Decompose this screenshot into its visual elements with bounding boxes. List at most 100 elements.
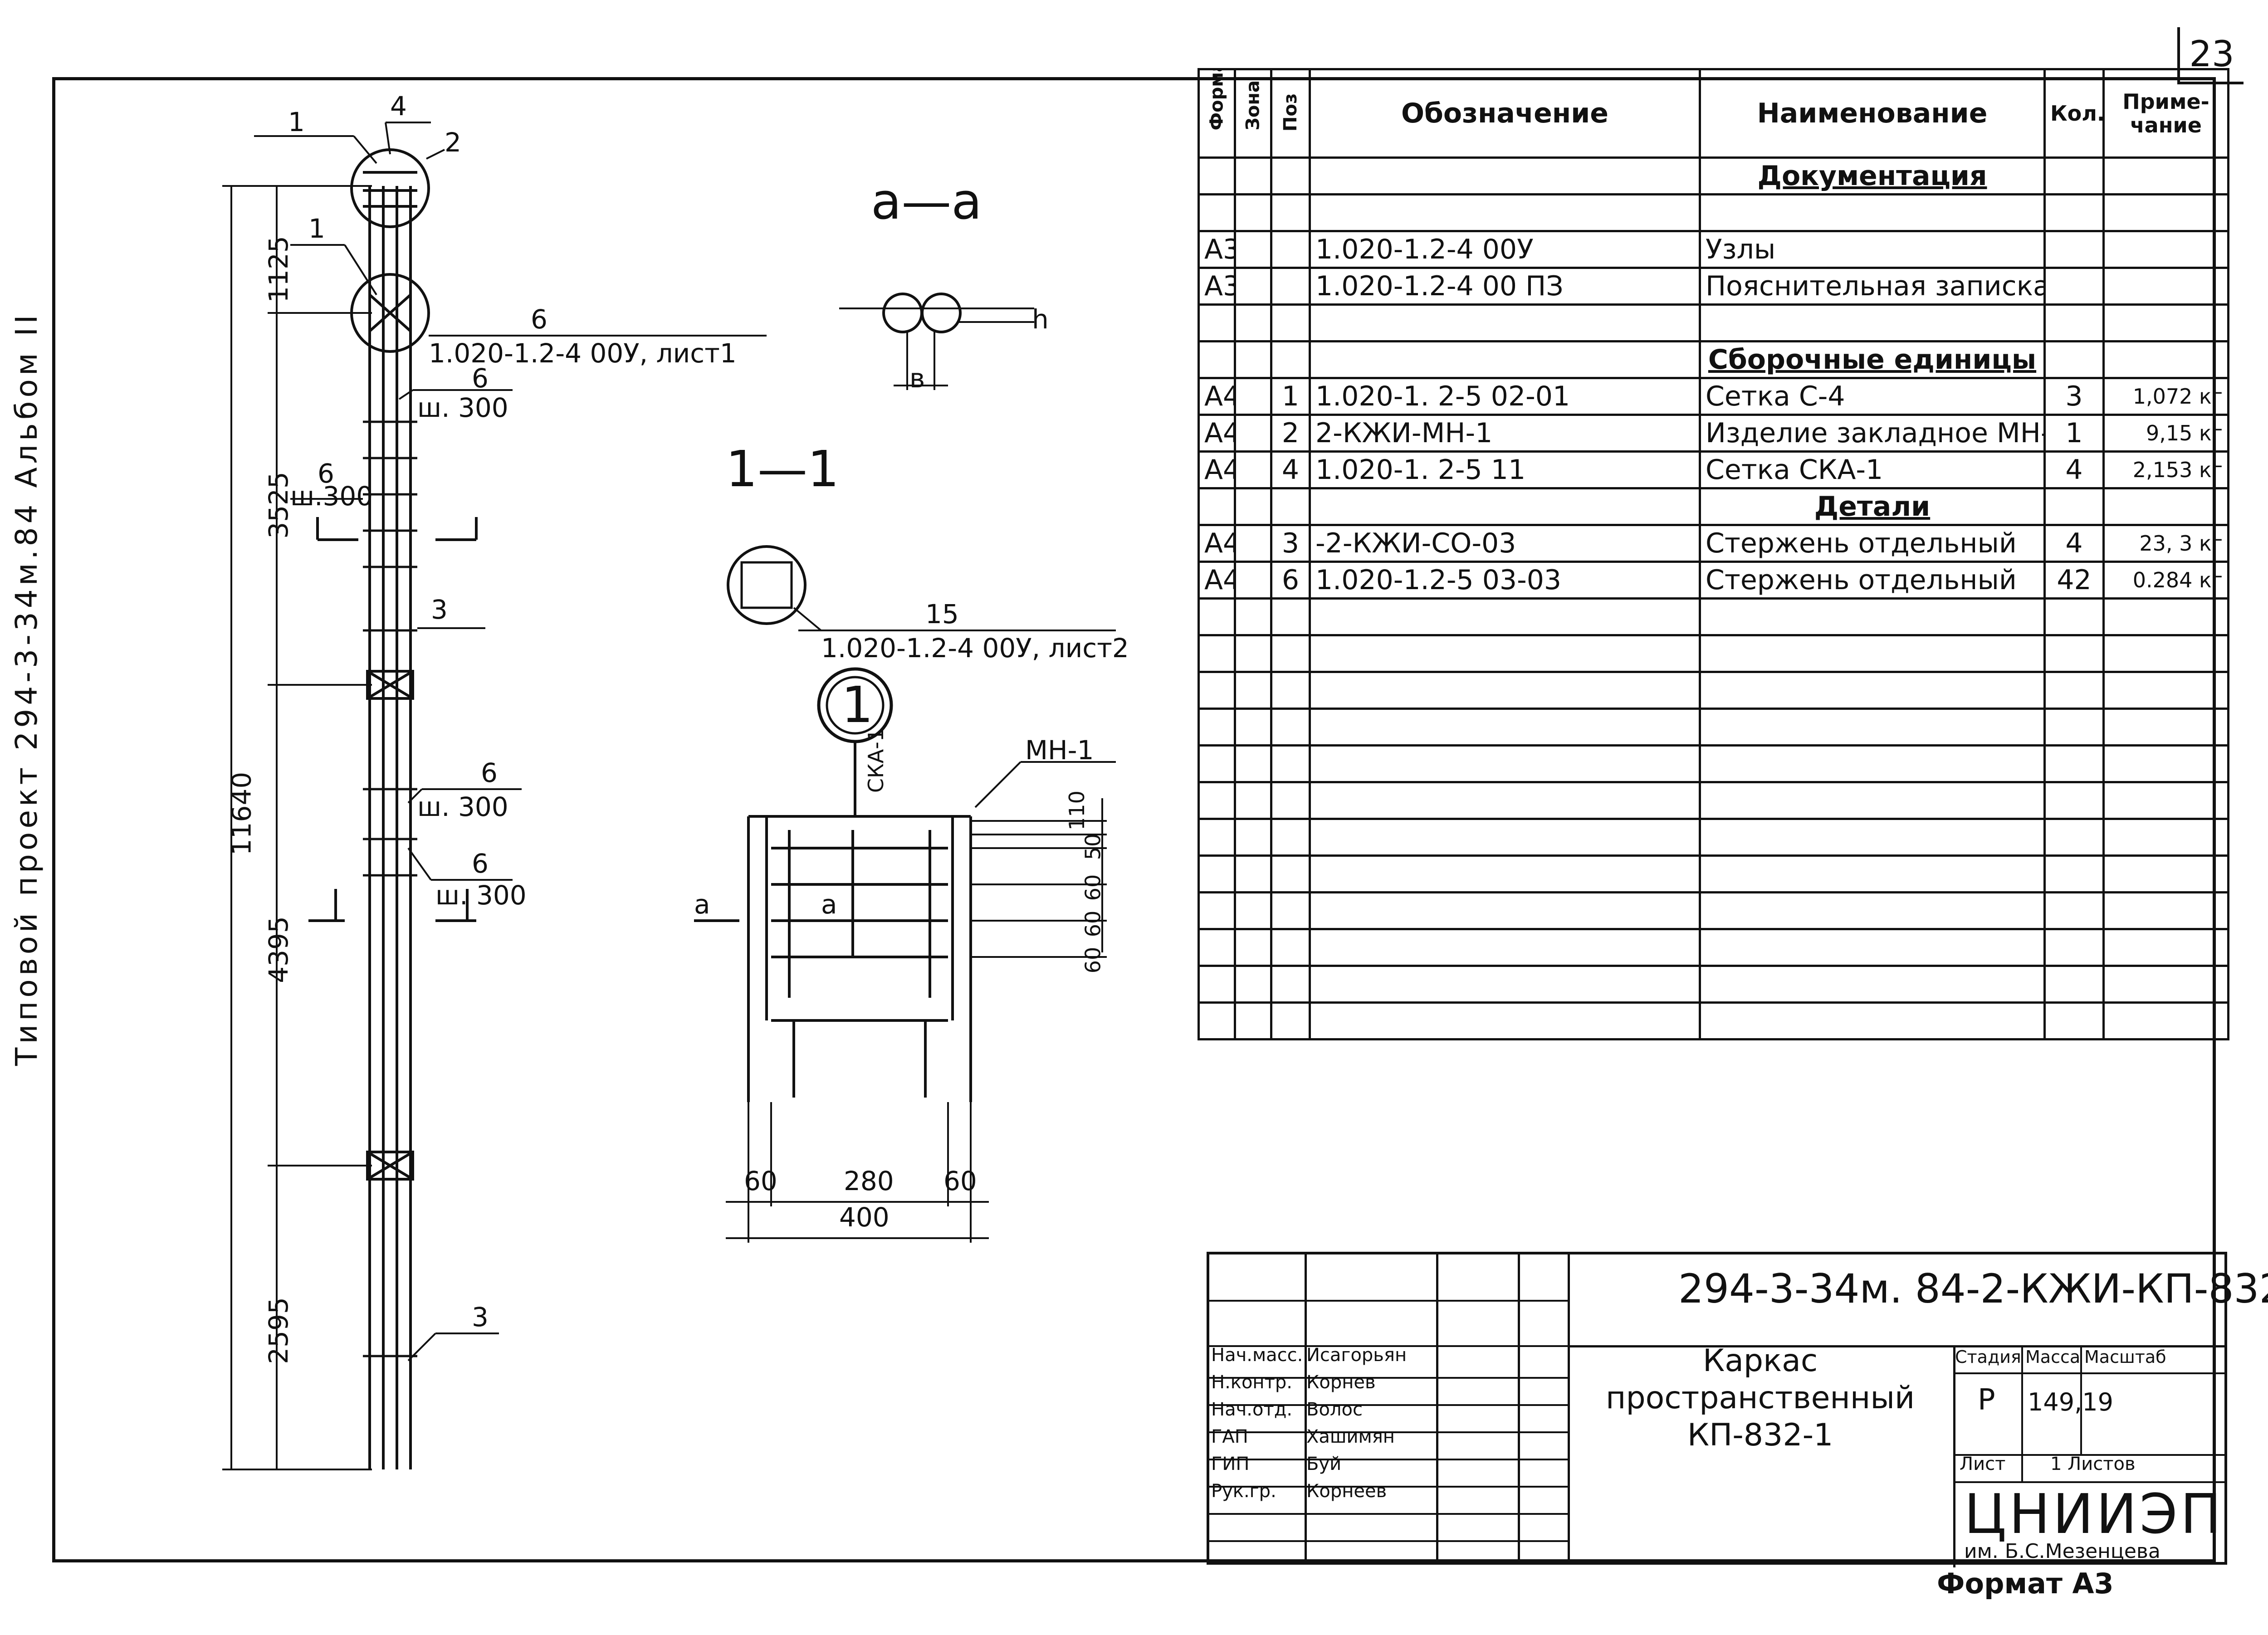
spec-cell-qty	[2043, 1001, 2105, 1040]
spec-cell-zone	[1234, 414, 1272, 453]
spec-cell-format	[1198, 708, 1236, 747]
signature-name: Волос	[1306, 1399, 1363, 1420]
spec-cell-note	[2102, 891, 2229, 930]
signature-name: Хашимян	[1306, 1426, 1395, 1447]
spec-cell-format	[1198, 156, 1236, 195]
callout-ref-1: 1.020-1.2-4 00У, лист1	[429, 338, 737, 369]
spec-cell-name: Детали	[1699, 487, 2046, 526]
spec-cell-zone	[1234, 561, 1272, 600]
spec-cell-designation	[1309, 634, 1701, 673]
spec-cell-format	[1198, 744, 1236, 783]
scale-header: Масштаб	[2084, 1347, 2166, 1367]
spec-cell-zone	[1234, 818, 1272, 857]
header-zone: Зона	[1234, 68, 1272, 159]
spec-row: Документация	[1198, 156, 2229, 195]
spec-cell-format	[1198, 854, 1236, 893]
a-label-inner: а	[821, 889, 837, 920]
spec-cell-zone	[1234, 928, 1272, 967]
spec-cell-pos	[1270, 708, 1311, 747]
spec-cell-pos	[1270, 634, 1311, 673]
spec-cell-name: Узлы	[1699, 230, 2046, 269]
spec-cell-pos: 2	[1270, 414, 1311, 453]
step-label-4: ш. 300	[435, 880, 527, 911]
section-a-mark: а	[694, 889, 710, 920]
spec-cell-format	[1198, 928, 1236, 967]
spec-cell-name	[1699, 891, 2046, 930]
spec-row	[1198, 193, 2229, 232]
spec-cell-zone	[1234, 597, 1272, 636]
signature-name: Корнев	[1306, 1372, 1376, 1393]
spec-cell-zone	[1234, 156, 1272, 195]
pos-label-3a: 3	[431, 594, 448, 625]
spec-cell-name	[1699, 928, 2046, 967]
pos-label-1: 1	[308, 213, 325, 244]
spec-cell-qty	[2043, 891, 2105, 930]
spec-cell-zone	[1234, 524, 1272, 563]
spec-cell-name	[1699, 634, 2046, 673]
spec-cell-format	[1198, 597, 1236, 636]
stage-header: Стадия	[1955, 1347, 2021, 1367]
doc-title: Каркас пространственный КП-832-1	[1606, 1342, 1915, 1454]
spec-cell-name	[1699, 708, 2046, 747]
spec-cell-name	[1699, 193, 2046, 232]
mn-label: МН-1	[1025, 735, 1094, 766]
spec-row	[1198, 781, 2229, 820]
spec-cell-name: Сетка С-4	[1699, 377, 2046, 416]
spec-cell-format: А4	[1198, 524, 1236, 563]
spec-cell-note: 2,153 кг	[2102, 450, 2229, 489]
spec-cell-qty	[2043, 267, 2105, 306]
mass-header: Масса	[2025, 1347, 2081, 1367]
pos-label-6d: 6	[481, 757, 498, 788]
spec-cell-note: 23, 3 кг	[2102, 524, 2229, 563]
spec-cell-note	[2102, 156, 2229, 195]
spec-cell-qty	[2043, 487, 2105, 526]
spec-cell-pos: 6	[1270, 561, 1311, 600]
pos-label-6a: 6	[531, 304, 547, 335]
spec-cell-format	[1198, 193, 1236, 232]
spec-cell-qty: 4	[2043, 524, 2105, 563]
spec-cell-name	[1699, 854, 2046, 893]
spec-cell-qty	[2043, 818, 2105, 857]
spec-row: Сборочные единицы	[1198, 340, 2229, 379]
spec-cell-designation	[1309, 671, 1701, 710]
spec-cell-qty	[2043, 781, 2105, 820]
spec-cell-zone	[1234, 634, 1272, 673]
spec-cell-designation: -2-КЖИ-СО-03	[1309, 524, 1701, 563]
spec-cell-pos	[1270, 744, 1311, 783]
spec-cell-designation	[1309, 156, 1701, 195]
spec-cell-note	[2102, 303, 2229, 342]
spec-cell-qty	[2043, 965, 2105, 1004]
spec-cell-format	[1198, 965, 1236, 1004]
section-aa-title: а—а	[871, 172, 982, 230]
spec-cell-note	[2102, 487, 2229, 526]
right-dim-1: 110	[1064, 791, 1089, 830]
spec-row	[1198, 597, 2229, 636]
spec-cell-pos	[1270, 193, 1311, 232]
pos-label-2: 2	[445, 127, 461, 158]
spec-cell-qty	[2043, 928, 2105, 967]
spec-cell-designation	[1309, 818, 1701, 857]
spec-cell-name	[1699, 781, 2046, 820]
callout-ref-2: 1.020-1.2-4 00У, лист2	[821, 633, 1129, 664]
spec-cell-name	[1699, 597, 2046, 636]
spec-cell-format	[1198, 634, 1236, 673]
spec-cell-pos	[1270, 267, 1311, 306]
spec-cell-qty: 1	[2043, 414, 2105, 453]
spec-cell-pos	[1270, 928, 1311, 967]
header-designation: Обозначение	[1309, 68, 1701, 159]
header-pos: Поз	[1270, 68, 1311, 159]
spec-cell-designation	[1309, 487, 1701, 526]
spec-cell-format	[1198, 303, 1236, 342]
spec-cell-format	[1198, 487, 1236, 526]
b-label: в	[909, 363, 925, 394]
pos-label-1-top: 1	[288, 107, 305, 137]
specification-table: Формат Зона Поз Обозначение Наименование…	[1198, 68, 2229, 1040]
spec-row	[1198, 854, 2229, 893]
pos-label-6c: 6	[318, 458, 334, 489]
spec-cell-zone	[1234, 744, 1272, 783]
header-qty: Кол.	[2043, 68, 2105, 159]
spec-cell-format: А3	[1198, 230, 1236, 269]
spec-cell-zone	[1234, 965, 1272, 1004]
